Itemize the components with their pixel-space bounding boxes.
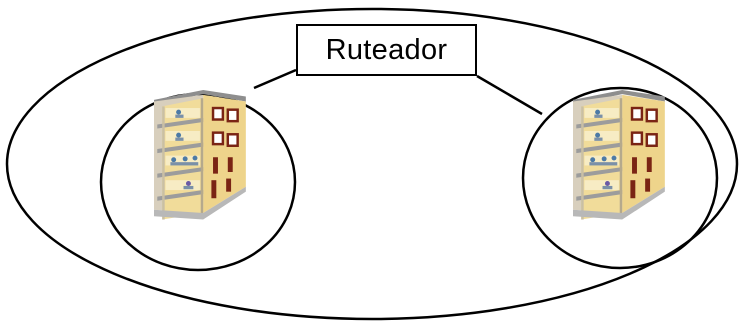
link-right	[476, 74, 543, 116]
building-icon	[152, 88, 248, 221]
link-left	[253, 68, 297, 90]
outer-network-ellipse	[5, 7, 739, 321]
building-icon	[571, 88, 667, 221]
router-label: Ruteador	[325, 33, 448, 66]
right-network-ellipse	[521, 86, 719, 270]
router-box: Ruteador	[296, 24, 477, 76]
